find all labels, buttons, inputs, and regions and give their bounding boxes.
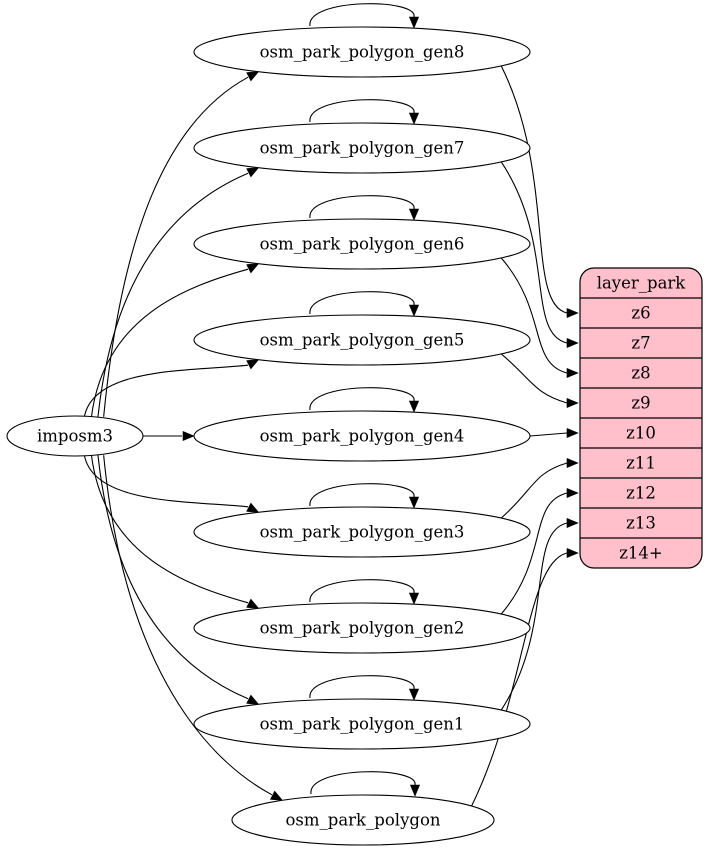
arrowhead-self-loop-osm_park_polygon_gen2 [408, 592, 420, 605]
edge-imposm3-to-osm_park_polygon_gen6 [90, 268, 249, 417]
node-osm_park_polygon_gen2-shape[interactable] [193, 602, 531, 654]
arrowhead-osm_park_polygon_gen5-to-layer-park-z9 [566, 397, 579, 409]
node-osm_park_polygon_gen5-label: osm_park_polygon_gen5 [260, 331, 465, 350]
edge-osm_park_polygon-to-layer-park-z14+ [471, 552, 568, 807]
node-imposm3-shape[interactable] [6, 415, 144, 457]
edge-imposm3-to-osm_park_polygon_gen3 [83, 455, 249, 508]
edge-imposm3-to-osm_park_polygon_gen2 [90, 455, 249, 604]
node-osm_park_polygon-label: osm_park_polygon [285, 811, 440, 830]
node-osm_park_polygon_gen3-shape[interactable] [193, 506, 531, 558]
node-osm_park_polygon_gen3-label: osm_park_polygon_gen3 [260, 523, 465, 542]
layer-park-row-z12[interactable]: z12 [626, 484, 656, 503]
arrowhead-imposm3-to-osm_park_polygon_gen1 [246, 694, 260, 705]
node-osm_park_polygon_gen7-label: osm_park_polygon_gen7 [260, 139, 465, 158]
node-osm_park_polygon[interactable]: osm_park_polygon [231, 794, 495, 846]
self-loop-osm_park_polygon_gen7 [309, 99, 415, 123]
edge-osm_park_polygon_gen4-to-layer-park-z10 [529, 432, 568, 437]
edge-osm_park_polygon_gen7-to-layer-park-z7 [500, 161, 568, 344]
node-imposm3-label: imposm3 [37, 427, 113, 446]
layer-park-row-z6[interactable]: z6 [631, 304, 650, 323]
arrowhead-imposm3-to-osm_park_polygon_gen8 [246, 71, 260, 82]
arrowhead-self-loop-osm_park_polygon_gen6 [408, 208, 420, 221]
node-osm_park_polygon_gen5-shape[interactable] [193, 314, 531, 366]
arrowhead-osm_park_polygon_gen4-to-layer-park-z10 [566, 427, 579, 439]
node-osm_park_polygon_gen6-label: osm_park_polygon_gen6 [260, 235, 465, 254]
node-osm_park_polygon_gen4-label: osm_park_polygon_gen4 [260, 427, 465, 446]
self-loop-osm_park_polygon [310, 771, 416, 795]
arrowhead-self-loop-osm_park_polygon_gen8 [408, 16, 420, 29]
arrowhead-imposm3-to-osm_park_polygon_gen6 [246, 263, 260, 274]
node-osm_park_polygon_gen4-shape[interactable] [193, 410, 531, 462]
self-loop-osm_park_polygon_gen5 [309, 291, 415, 315]
node-osm_park_polygon_gen4[interactable]: osm_park_polygon_gen4 [193, 410, 531, 462]
node-osm_park_polygon_gen3[interactable]: osm_park_polygon_gen3 [193, 506, 531, 558]
node-osm_park_polygon_gen8-shape[interactable] [193, 26, 531, 78]
layer-park-row-z11[interactable]: z11 [626, 454, 656, 473]
self-loop-osm_park_polygon_gen1 [309, 675, 415, 699]
arrowhead-imposm3-to-osm_park_polygon [269, 790, 284, 801]
self-loop-osm_park_polygon_gen6 [309, 195, 415, 219]
edge-osm_park_polygon_gen3-to-layer-park-z11 [500, 462, 568, 519]
arrowhead-self-loop-osm_park_polygon_gen4 [408, 400, 420, 413]
arrowhead-self-loop-osm_park_polygon_gen3 [408, 496, 420, 509]
arrowhead-imposm3-to-osm_park_polygon_gen2 [246, 598, 260, 609]
edge-osm_park_polygon_gen5-to-layer-park-z9 [500, 353, 568, 404]
layer-park-row-z7[interactable]: z7 [631, 334, 650, 353]
node-osm_park_polygon_gen8[interactable]: osm_park_polygon_gen8 [193, 26, 531, 78]
node-imposm3[interactable]: imposm3 [6, 415, 144, 457]
arrowhead-osm_park_polygon_gen3-to-layer-park-z11 [566, 457, 579, 469]
node-osm_park_polygon-shape[interactable] [231, 794, 495, 846]
self-loop-osm_park_polygon_gen4 [309, 387, 415, 411]
edge-imposm3-to-osm_park_polygon [103, 455, 273, 796]
layer-park-row-z14+[interactable]: z14+ [619, 544, 663, 563]
edge-layer [83, 65, 579, 807]
layer-park-row-z8[interactable]: z8 [631, 364, 650, 383]
node-osm_park_polygon_gen1-label: osm_park_polygon_gen1 [260, 715, 465, 734]
arrowhead-osm_park_polygon_gen8-to-layer-park-z6 [566, 307, 579, 319]
node-osm_park_polygon_gen7-shape[interactable] [193, 122, 531, 174]
arrowhead-imposm3-to-osm_park_polygon_gen7 [246, 167, 260, 178]
edge-osm_park_polygon_gen6-to-layer-park-z8 [500, 257, 568, 374]
arrowhead-osm_park_polygon-to-layer-park-z14+ [566, 547, 579, 559]
node-layer: imposm3 osm_park_polygon_gen8 osm_park_pol… [6, 26, 531, 846]
arrowhead-imposm3-to-osm_park_polygon_gen5 [246, 359, 260, 370]
node-osm_park_polygon_gen2-label: osm_park_polygon_gen2 [260, 619, 465, 638]
node-osm_park_polygon_gen1-shape[interactable] [193, 698, 531, 750]
layer-park-row-z13[interactable]: z13 [626, 514, 656, 533]
arrowhead-osm_park_polygon_gen1-to-layer-park-z13 [566, 517, 579, 529]
node-osm_park_polygon_gen1[interactable]: osm_park_polygon_gen1 [193, 698, 531, 750]
self-loop-layer [309, 3, 421, 797]
arrowhead-self-loop-osm_park_polygon_gen5 [408, 304, 420, 317]
self-loop-osm_park_polygon_gen3 [309, 483, 415, 507]
arrowhead-osm_park_polygon_gen2-to-layer-park-z12 [566, 487, 579, 499]
layer-park-record[interactable]: layer_park z6 z7 z8 z9 z10 z11 z12 z13 z14+ [579, 267, 703, 569]
arrowhead-osm_park_polygon_gen7-to-layer-park-z7 [566, 337, 579, 349]
self-loop-osm_park_polygon_gen8 [309, 3, 415, 27]
layer-park-header-label: layer_park [597, 274, 687, 293]
layer-park-table: layer_park z6 z7 z8 z9 z10 z11 z12 z13 z14+ [579, 267, 703, 569]
node-osm_park_polygon_gen5[interactable]: osm_park_polygon_gen5 [193, 314, 531, 366]
edge-imposm3-to-osm_park_polygon_gen7 [97, 172, 249, 417]
edge-osm_park_polygon_gen8-to-layer-park-z6 [500, 65, 568, 314]
self-loop-osm_park_polygon_gen2 [309, 579, 415, 603]
arrowhead-self-loop-osm_park_polygon_gen1 [408, 688, 420, 701]
arrowhead-osm_park_polygon_gen6-to-layer-park-z8 [566, 367, 579, 379]
edge-imposm3-to-osm_park_polygon_gen5 [83, 364, 249, 417]
arrowhead-imposm3-to-osm_park_polygon_gen3 [246, 502, 260, 513]
edge-osm_park_polygon_gen2-to-layer-park-z12 [500, 492, 568, 615]
arrowhead-self-loop-osm_park_polygon_gen7 [408, 112, 420, 125]
node-osm_park_polygon_gen6[interactable]: osm_park_polygon_gen6 [193, 218, 531, 270]
edge-imposm3-to-osm_park_polygon_gen8 [103, 76, 249, 417]
layer-park-row-z9[interactable]: z9 [631, 394, 650, 413]
layer-park-row-z10[interactable]: z10 [626, 424, 656, 443]
arrowhead-imposm3-to-osm_park_polygon_gen4 [182, 430, 195, 442]
node-osm_park_polygon_gen7[interactable]: osm_park_polygon_gen7 [193, 122, 531, 174]
node-osm_park_polygon_gen2[interactable]: osm_park_polygon_gen2 [193, 602, 531, 654]
node-osm_park_polygon_gen8-label: osm_park_polygon_gen8 [260, 43, 465, 62]
node-osm_park_polygon_gen6-shape[interactable] [193, 218, 531, 270]
arrowhead-self-loop-osm_park_polygon [409, 784, 421, 797]
edge-imposm3-to-osm_park_polygon_gen1 [97, 455, 249, 700]
